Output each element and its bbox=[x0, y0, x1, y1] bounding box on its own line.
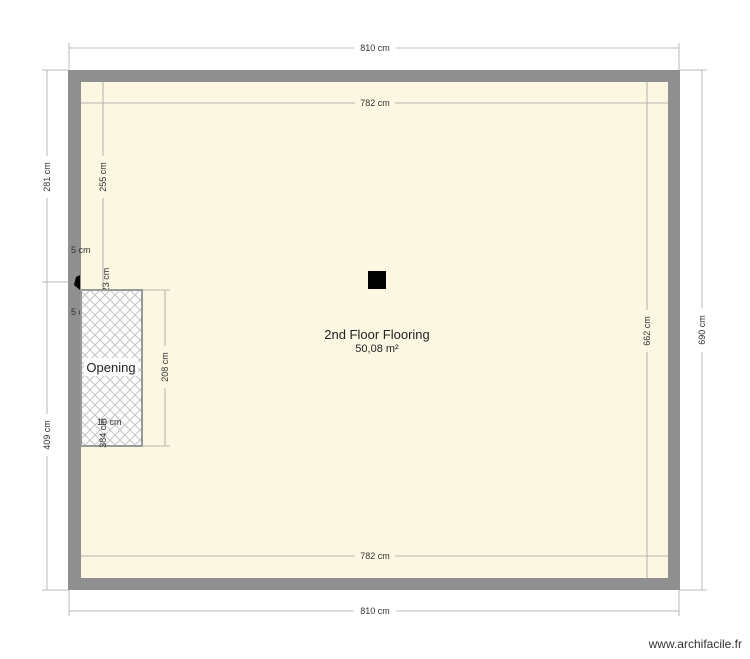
dim-opening-gap-label: 23 cm bbox=[101, 268, 111, 293]
dim-outer-right-label: 690 cm bbox=[697, 315, 707, 345]
dim-left-lower-label: 409 cm bbox=[42, 420, 52, 450]
dim-outer-bottom: 810 cm bbox=[68, 590, 680, 617]
dim-inner-top: 782 cm bbox=[81, 97, 668, 109]
watermark: www.archifacile.fr bbox=[648, 637, 742, 651]
dim-outer-top-label: 810 cm bbox=[360, 43, 390, 53]
dim-inner-right: 662 cm bbox=[641, 82, 653, 578]
dim-inner-left-label: 255 cm bbox=[98, 162, 108, 192]
dim-outer-left: 281 cm 409 cm bbox=[41, 69, 68, 591]
dim-opening-width-label: 384 cm bbox=[98, 418, 108, 448]
room-name: 2nd Floor Flooring bbox=[324, 327, 430, 342]
wall-opening-marker bbox=[74, 275, 80, 290]
dim-opening-height: 208 cm bbox=[142, 289, 171, 447]
room-area: 50,08 m² bbox=[355, 343, 399, 355]
dim-opening-height-label: 208 cm bbox=[160, 352, 170, 382]
dim-outer-right: 690 cm bbox=[680, 69, 708, 591]
dim-outer-top: 810 cm bbox=[68, 42, 680, 70]
room-floor[interactable] bbox=[81, 82, 668, 578]
opening[interactable]: Opening bbox=[80, 289, 143, 447]
opening-label: Opening bbox=[86, 360, 135, 375]
dim-inner-left: 255 cm 23 cm bbox=[97, 82, 111, 292]
dim-inner-bottom-label: 782 cm bbox=[360, 551, 390, 561]
dim-opening-small-label: 10 cm bbox=[97, 417, 122, 427]
dim-outer-bottom-label: 810 cm bbox=[360, 606, 390, 616]
dim-inner-top-label: 782 cm bbox=[360, 98, 390, 108]
column-marker[interactable] bbox=[368, 271, 386, 289]
dim-inner-right-label: 662 cm bbox=[642, 316, 652, 346]
dim-offset-top-label: 5 cm bbox=[71, 245, 91, 255]
dim-left-upper-label: 281 cm bbox=[42, 162, 52, 192]
dim-inner-bottom: 782 cm bbox=[81, 550, 668, 562]
